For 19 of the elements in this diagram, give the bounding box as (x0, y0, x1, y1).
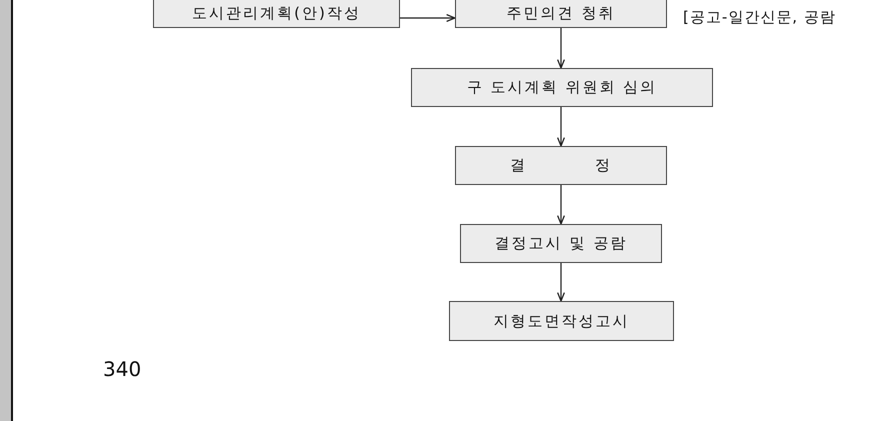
box-label: 도시관리계획(안)작성 (192, 4, 361, 22)
arrow (557, 263, 565, 302)
arrow (557, 107, 565, 147)
arrow (557, 185, 565, 225)
box-label: 구 도시계획 위원회 심의 (466, 78, 658, 97)
arrow (557, 28, 565, 69)
box-label: 결정고시 및 공람 (494, 234, 628, 253)
process-box (153, 0, 400, 28)
arrow (400, 14, 456, 22)
note-text: [공고-일간신문, 공람 (683, 8, 836, 27)
page-number: 340 (103, 357, 142, 381)
process-box (449, 301, 674, 341)
box-label: 지형도면작성고시 (494, 312, 630, 330)
process-box (455, 146, 667, 185)
process-box (455, 0, 667, 28)
process-box (411, 68, 713, 107)
box-label: 주민의견 청취 (506, 4, 616, 22)
process-box (460, 224, 662, 263)
box-label: 결 정 (510, 156, 612, 175)
